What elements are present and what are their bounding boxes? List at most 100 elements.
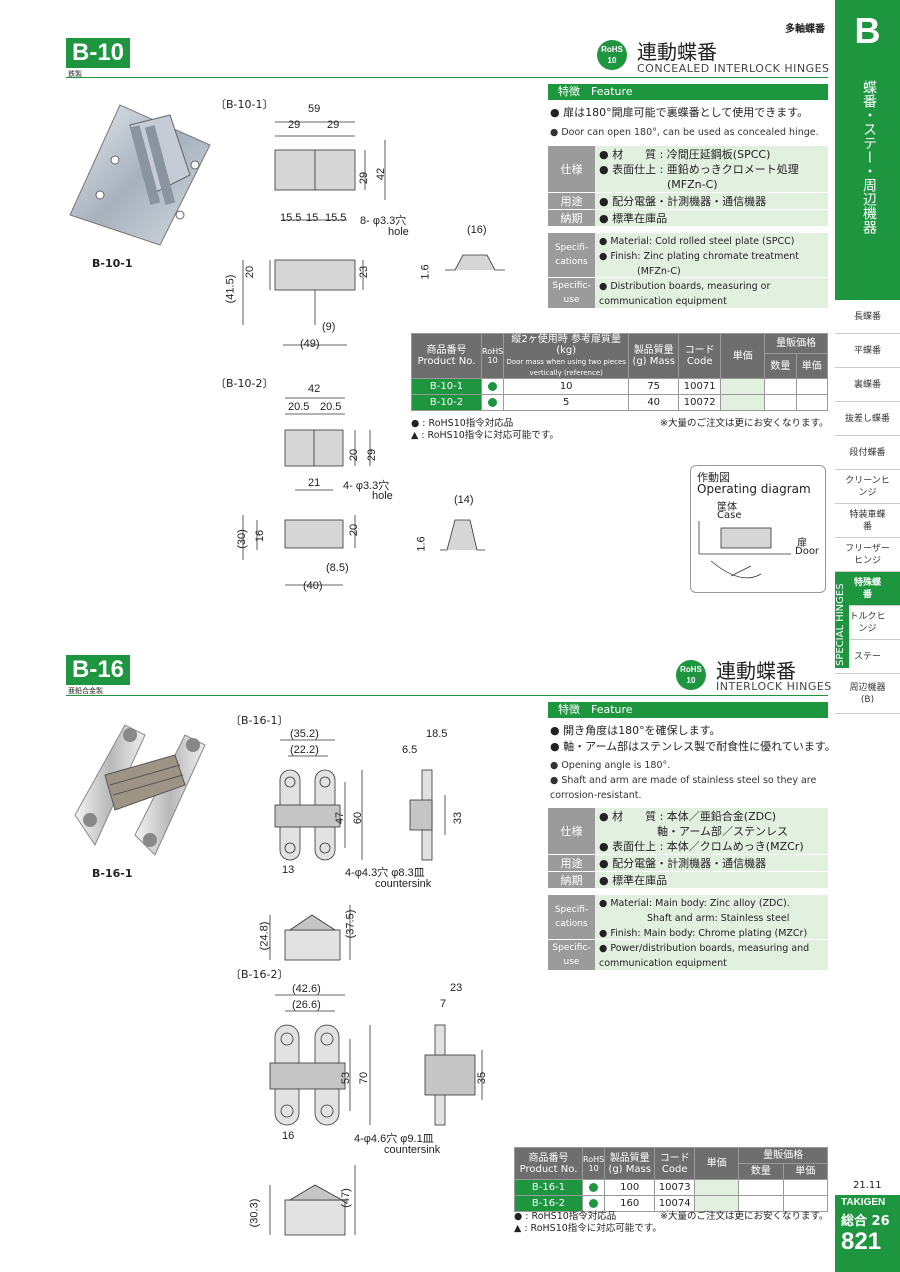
b10-1-drawing-label: 〔B-10-1〕 [215,98,274,111]
b16-photo-label: B-16-1 [92,867,133,880]
dim: 29 [366,448,379,462]
sidebar-item-peripherals[interactable]: 周辺機器(B) [835,674,900,714]
dim: 4-φ4.3穴 φ8.3皿 [345,867,425,879]
sidebar-item-freezer-hinge[interactable]: フリーザーヒンジ [835,538,900,572]
case-label: 筐体 [717,502,737,513]
b10-1-drawing [242,121,505,346]
rohs-dot [581,1195,606,1212]
b16-rohs-badge: RoHS 10 [676,660,706,690]
dim: (16) [467,224,487,236]
dim: 29 [358,171,371,185]
brand-box [835,1195,900,1272]
dim: 35 [476,1071,489,1085]
dim: 23 [358,265,371,279]
b10-2-drawing [242,397,485,586]
dim: 70 [358,1071,371,1085]
b10-feature-bar: 特徴 Feature [548,84,828,100]
b16-feature-en-1: ● Opening angle is 180°. [550,760,671,771]
dim: 13 [282,864,295,876]
b10-code-badge: B-10 [66,38,131,68]
catalog-label: 総合 26 [841,1214,890,1229]
rohs-dot [480,378,505,395]
b10-photo-label: B-10-1 [92,257,133,270]
b16-note-1: ● : RoHS10指令対応品 [514,1211,617,1222]
b10-feature-en-1: ● Door can open 180°, can be used as con… [550,127,819,138]
sidebar-item-clean-hinge[interactable]: クリーンヒンジ [835,470,900,504]
brand-label: TAKIGEN [841,1197,886,1208]
b10-title-ja: 連動蝶番 [637,40,717,64]
operating-title-en: Operating diagram [697,482,811,496]
dim: 7 [440,998,447,1010]
dim: 4- φ3.3穴 [343,480,390,492]
spec-value: ● 材 質 : 本体／亜鉛合金(ZDC)軸・アーム部／ステンレス● 表面仕上 :… [595,808,828,854]
b16-title-rule [66,695,828,696]
spec-value: ● Power/distribution boards, measuring a… [595,940,828,970]
b10-note-3: ※大量のご注文は更にお安くなります。 [660,418,829,429]
dim: 15.5 [280,212,302,224]
spec-value: ● 配分電盤・計測機器・通信機器 [595,855,828,871]
b10-title-en: CONCEALED INTERLOCK HINGES [637,62,830,75]
b16-feature-ja-2: ● 軸・アーム部はステンレス製で耐食性に優れています。 [550,740,836,753]
sidebar: B 蝶番・ステー・周辺機器 長蝶番 平蝶番 裏蝶番 抜差し蝶番 段付蝶番 クリー… [835,0,900,1272]
table-row: B-16-1 100 10073 [514,1179,829,1196]
dim: 16 [282,1130,295,1142]
b16-product-table: 商品番号 Product No. RoHS 10 製品質量(g) Mass コー… [514,1147,829,1212]
dim: 20 [348,523,361,537]
b16-spec-ja: 仕様 ● 材 質 : 本体／亜鉛合金(ZDC)軸・アーム部／ステンレス● 表面仕… [548,808,828,888]
b16-feature-bar: 特徴 Feature [548,702,828,718]
sidebar-item-long-hinge[interactable]: 長蝶番 [835,300,900,334]
b16-note-3: ※大量のご注文は更にお安くなります。 [660,1211,829,1222]
spec-value: ● Material: Cold rolled steel plate (SPC… [595,233,828,277]
sidebar-item-liftoff-hinge[interactable]: 抜差し蝶番 [835,402,900,436]
dim: 20 [348,448,361,462]
dim: (22.2) [290,744,319,756]
dim: countersink [375,878,432,890]
dim: (37.5) [344,909,357,939]
case-label-en: Case [717,510,742,521]
b16-product-photo [65,715,215,865]
dim: 18.5 [426,728,448,740]
spec-value: ● 配分電盤・計測機器・通信機器 [595,193,828,209]
dim: 33 [452,811,465,825]
dim: (26.6) [292,999,321,1011]
dim: (8.5) [326,562,349,574]
dim: 23 [450,982,463,994]
dim: 29 [327,119,340,131]
table-row: B-10-1 10 75 10071 [411,378,829,395]
page-number: 821 [841,1228,882,1255]
table-row: B-10-2 5 40 10072 [411,394,829,411]
sidebar-item-stay[interactable]: ステー [835,640,900,674]
dim: 53 [340,1071,353,1085]
sidebar-item-flat-hinge[interactable]: 平蝶番 [835,334,900,368]
b10-2-drawing-label: 〔B-10-2〕 [215,377,274,390]
table-row: B-16-2 160 10074 [514,1195,829,1212]
b16-2-drawing-label: 〔B-16-2〕 [230,968,289,981]
dim: (42.6) [292,983,321,995]
b16-feature-en-2: ● Shaft and arm are made of stainless st… [550,775,817,801]
b10-note-1: ● : RoHS10指令対応品 [411,418,514,429]
b10-rohs-badge: RoHS 10 [597,40,627,70]
door-label: 扉 [797,538,807,549]
b16-note-2: ▲ : RoHS10指令に対応可能です。 [514,1223,662,1234]
operating-title: 作動図 [697,471,730,484]
b10-note-2: ▲ : RoHS10指令に対応可能です。 [411,430,559,441]
b10-title-rule [66,77,828,78]
sidebar-item-concealed-hinge[interactable]: 裏蝶番 [835,368,900,402]
b16-title-ja: 連動蝶番 [716,659,796,683]
sidebar-letter: B [854,10,881,51]
dim: countersink [384,1144,441,1156]
dim: 20.5 [288,401,310,413]
sidebar-item-vehicle-hinge[interactable]: 特装車蝶番 [835,504,900,538]
sidebar-item-step-hinge[interactable]: 段付蝶番 [835,436,900,470]
dim: 47 [334,811,347,825]
dim: 42 [375,167,388,181]
rohs-dot [581,1179,606,1196]
b10-product-table: 商品番号 Product No. RoHS 10 縦2ヶ使用時 参考扉質量(kg… [411,333,829,411]
sidebar-item-torque-hinge[interactable]: トルクヒンジ [835,606,900,640]
b16-spec-en: Specifi-cations ● Material: Main body: Z… [548,895,828,970]
dim: hole [388,226,409,238]
spec-value: ● 標準在庫品 [595,872,828,888]
dim: (41.5) [224,274,237,304]
dim: 42 [308,383,321,395]
door-label-en: Door [795,546,820,557]
